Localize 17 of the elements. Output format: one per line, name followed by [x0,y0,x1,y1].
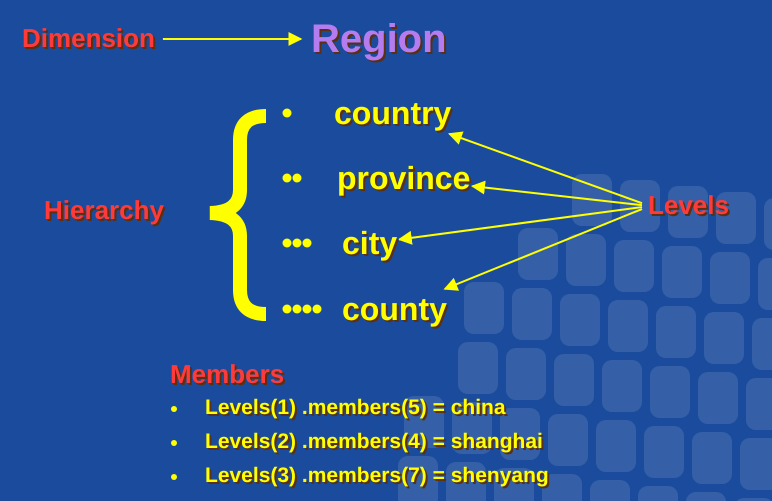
dimension-label: Dimension [22,24,155,54]
list-item: Levels(1) .members(5) = china [205,396,506,420]
list-item: Levels(3) .members(7) = shenyang [205,464,549,488]
level-item: county [342,291,447,328]
arrow [162,32,302,46]
level-item: city [342,225,398,262]
list-item: Levels(2) .members(4) = shanghai [205,430,543,454]
region-label: Region [311,16,447,62]
arrow [448,131,642,204]
section-heading: Members [170,360,284,390]
level-item: province [337,160,470,197]
arrow [398,206,642,245]
levels-label: Levels [648,191,729,221]
level-item: country [334,95,452,132]
hierarchy-label: Hierarchy [44,196,164,226]
arrow [470,180,642,206]
arrow [443,208,642,291]
